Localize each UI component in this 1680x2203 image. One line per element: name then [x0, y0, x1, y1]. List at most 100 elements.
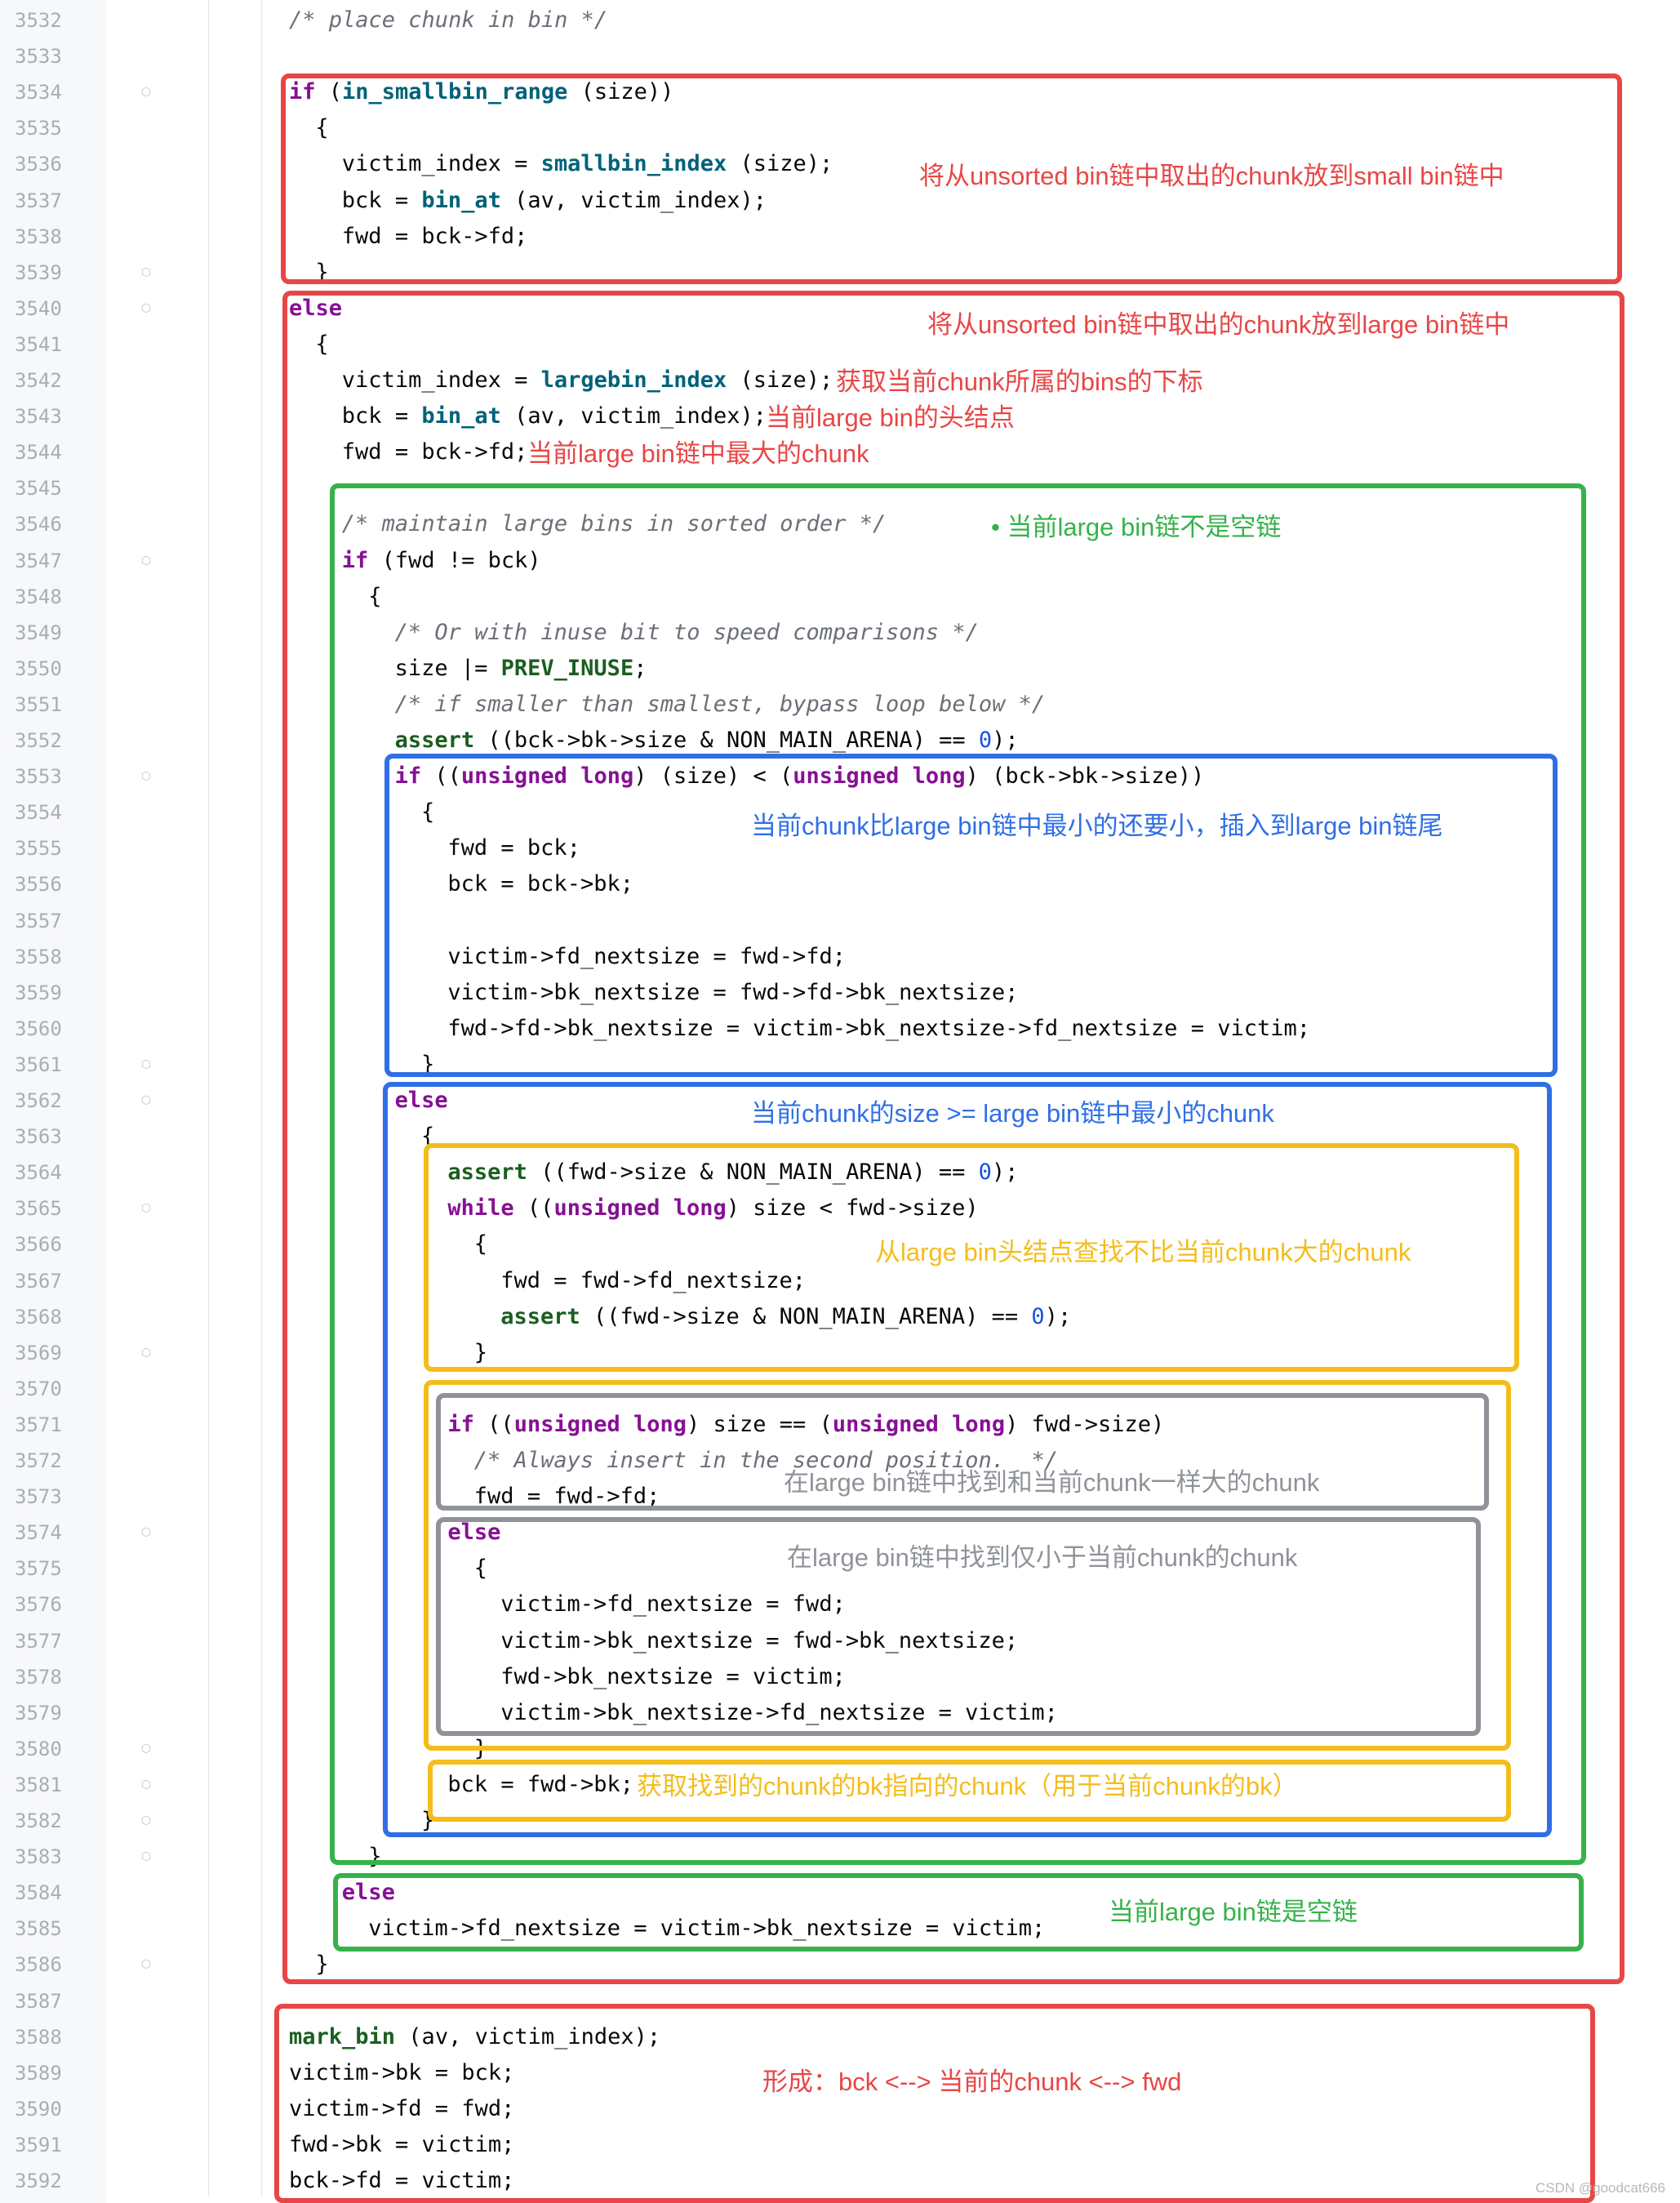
code-line[interactable]: 3546/* maintain large bins in sorted ord…	[0, 506, 1680, 542]
code-token: bck =	[341, 187, 422, 213]
fold-marker-icon[interactable]: ⬡	[140, 1778, 152, 1791]
fold-marker-icon[interactable]: ⬡	[140, 554, 152, 567]
code-line[interactable]: 3563{	[0, 1119, 1680, 1155]
fold-marker-icon[interactable]: ⬡	[140, 1094, 152, 1107]
note-get-bk: 获取找到的chunk的bk指向的chunk（用于当前chunk的bk）	[637, 1772, 1298, 1800]
code-line[interactable]: 3532/* place chunk in bin */	[0, 2, 1680, 38]
code-line[interactable]: 3587	[0, 1983, 1680, 2019]
line-number: 3575	[15, 1557, 62, 1581]
line-number: 3546	[15, 513, 62, 536]
code-token: (fwd != bck)	[368, 547, 541, 573]
code-line[interactable]: 3535{	[0, 110, 1680, 146]
code-line[interactable]: 3574⬡else	[0, 1515, 1680, 1551]
code-token: /* Always insert in the second position.…	[473, 1448, 1059, 1473]
watermark: CSDN @goodcat666	[1535, 2180, 1665, 2196]
code-line[interactable]: 3534⬡if (in_smallbin_range (size))	[0, 74, 1680, 110]
code-token: if	[289, 79, 316, 105]
code-line[interactable]: 3547⬡if (fwd != bck)	[0, 543, 1680, 579]
fold-marker-icon[interactable]: ⬡	[140, 86, 152, 100]
code-line[interactable]: 3580⬡}	[0, 1731, 1680, 1767]
code-token: largebin_index	[540, 367, 727, 393]
code-token: victim->bk_nextsize->fd_nextsize = victi…	[500, 1699, 1058, 1725]
fold-marker-icon[interactable]: ⬡	[140, 301, 152, 315]
code-token: ) (size) < (	[633, 763, 793, 790]
smallbin-branch-box	[281, 73, 1622, 284]
code-token: bck =	[341, 403, 422, 429]
line-number: 3589	[15, 2061, 62, 2085]
code-line[interactable]: 3572/* Always insert in the second posit…	[0, 1443, 1680, 1479]
fold-marker-icon[interactable]: ⬡	[140, 1202, 152, 1216]
fold-marker-icon[interactable]: ⬡	[140, 1526, 152, 1540]
fold-marker-icon[interactable]: ⬡	[140, 265, 152, 279]
code-text: while ((unsigned long) size < fwd->size)	[447, 1191, 978, 1226]
code-line[interactable]: 3569⬡}	[0, 1335, 1680, 1371]
fold-marker-icon[interactable]: ⬡	[140, 1814, 152, 1827]
code-line[interactable]: 3570	[0, 1371, 1680, 1407]
code-token: (	[315, 79, 343, 105]
code-line[interactable]: 3539⬡}	[0, 255, 1680, 291]
code-line[interactable]: 3545	[0, 470, 1680, 506]
code-line[interactable]: 3575{	[0, 1551, 1680, 1587]
fold-marker-icon[interactable]: ⬡	[140, 1958, 152, 1972]
line-number: 3558	[15, 945, 62, 968]
code-line[interactable]: 3551/* if smaller than smallest, bypass …	[0, 687, 1680, 723]
fold-marker-icon[interactable]: ⬡	[140, 1346, 152, 1360]
same-size-box	[436, 1393, 1489, 1511]
code-line[interactable]: 3562⬡else	[0, 1083, 1680, 1119]
code-line[interactable]: 3566{	[0, 1226, 1680, 1262]
line-number: 3532	[15, 9, 62, 32]
code-line[interactable]: 3561⬡}	[0, 1047, 1680, 1083]
fold-marker-icon[interactable]: ⬡	[140, 1057, 152, 1071]
code-line[interactable]: 3582⬡}	[0, 1803, 1680, 1839]
code-line[interactable]: 3586⬡}	[0, 1947, 1680, 1983]
fold-marker-icon[interactable]: ⬡	[140, 1850, 152, 1864]
code-line[interactable]: 3533	[0, 38, 1680, 74]
code-line[interactable]: 3565⬡while ((unsigned long) size < fwd->…	[0, 1191, 1680, 1226]
code-line[interactable]: 3549/* Or with inuse bit to speed compar…	[0, 615, 1680, 651]
code-token: (av, victim_index);	[500, 187, 767, 213]
code-line[interactable]: 3553⬡if ((unsigned long) (size) < (unsig…	[0, 759, 1680, 794]
fold-marker-icon[interactable]: ⬡	[140, 1742, 152, 1756]
code-token: bck = fwd->bk;	[447, 1771, 633, 1797]
code-line[interactable]: 3581⬡bck = fwd->bk;	[0, 1767, 1680, 1803]
code-token: fwd = bck;	[447, 835, 580, 861]
line-number: 3576	[15, 1593, 62, 1617]
code-token: fwd->fd->bk_nextsize = victim->bk_nextsi…	[447, 1015, 1310, 1041]
code-line[interactable]: 3540⬡else	[0, 291, 1680, 327]
code-line[interactable]: 3554{	[0, 794, 1680, 830]
code-line[interactable]: 3557	[0, 903, 1680, 939]
code-line[interactable]: 3541{	[0, 327, 1680, 363]
code-line[interactable]: 3548{	[0, 579, 1680, 615]
fold-marker-icon[interactable]: ⬡	[140, 770, 152, 784]
